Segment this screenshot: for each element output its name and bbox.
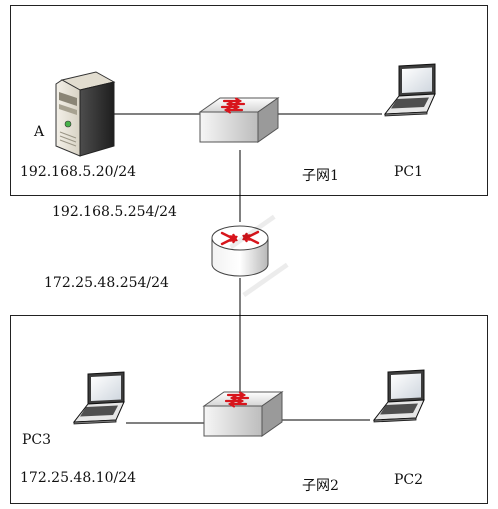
pc2-laptop-icon bbox=[373, 369, 425, 423]
server-ip: 192.168.5.20/24 bbox=[20, 164, 137, 180]
server-label: A bbox=[34, 124, 45, 140]
pc1-laptop-icon bbox=[384, 63, 436, 117]
subnet2-name: 子网2 bbox=[302, 478, 339, 494]
pc3-ip: 172.25.48.10/24 bbox=[20, 470, 137, 486]
router-ip-upper: 192.168.5.254/24 bbox=[52, 204, 177, 220]
subnet1-name: 子网1 bbox=[302, 168, 339, 184]
subnet1-frame bbox=[10, 5, 488, 196]
pc3-laptop-icon bbox=[73, 371, 125, 425]
pc2-label: PC2 bbox=[394, 472, 424, 488]
subnet2-frame bbox=[10, 315, 488, 504]
server-tower-icon bbox=[55, 71, 116, 157]
router-ip-lower: 172.25.48.254/24 bbox=[44, 275, 169, 291]
pc1-label: PC1 bbox=[394, 164, 424, 180]
router-icon bbox=[211, 225, 269, 277]
pc3-label: PC3 bbox=[22, 432, 52, 448]
switch2-icon bbox=[202, 390, 284, 438]
switch1-icon bbox=[198, 96, 280, 144]
